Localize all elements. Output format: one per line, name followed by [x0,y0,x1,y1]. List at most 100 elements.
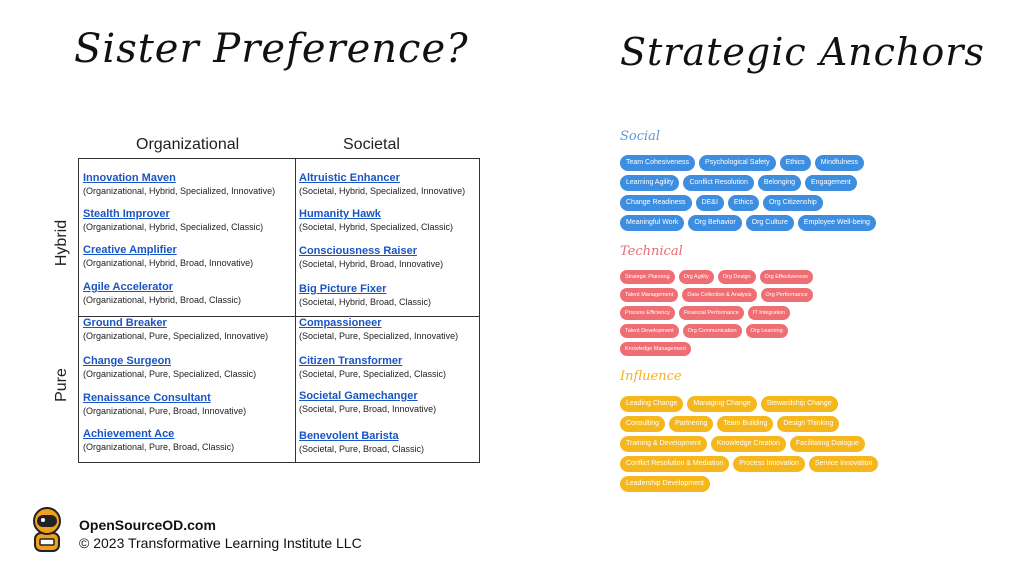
technical-anchor-chip: Org Performance [760,288,813,302]
social-anchor-chip: Ethics [779,155,811,171]
social-anchor-chip: DE&I [695,195,724,211]
persona-link[interactable]: Consciousness Raiser [299,245,417,257]
preference-matrix [78,158,480,463]
persona-link[interactable]: Humanity Hawk [299,208,381,220]
technical-anchor-chip: Knowledge Management [620,342,691,356]
persona-link[interactable]: Big Picture Fixer [299,283,387,295]
influence-anchor-chip: Facilitating Dialogue [789,436,865,452]
influence-anchor-chip: Service Innovation [808,456,879,472]
influence-anchor-chip: Leading Change [620,396,684,412]
persona-entry: Big Picture Fixer (Societal, Hybrid, Broa… [299,283,499,308]
influence-anchor-chip: Partnering [669,416,714,432]
influence-anchor-chip: Training & Development [620,436,707,452]
persona-link[interactable]: Agile Accelerator [83,281,174,293]
technical-anchor-chip: Talent Development [620,324,679,338]
social-anchor-chip: Meaningful Work [620,215,685,231]
matrix-divider-vertical [295,159,296,462]
technical-anchor-chip: Strategic Planning [620,270,675,284]
persona-link[interactable]: Stealth Improver [83,208,170,220]
influence-anchor-chip: Managing Change [687,396,757,412]
persona-link[interactable]: Altruistic Enhancer [299,172,400,184]
persona-entry: Agile Accelerator (Organizational, Hybrid… [83,281,283,306]
persona-entry: Stealth Improver (Organizational, Hybrid,… [83,208,283,233]
technical-anchor-chip: Org Agility [678,270,714,284]
persona-description: (Organizational, Hybrid, Broad, Classic) [83,295,242,305]
row-header-pure: Pure [53,368,70,402]
social-anchor-chip: Employee Well-being [797,215,876,231]
technical-anchor-chip: Org Effectiveness [759,270,813,284]
persona-description: (Societal, Hybrid, Specialized, Innovati… [299,186,466,196]
left-title: Sister Preference? [74,26,469,72]
column-header-societal: Societal [343,136,400,153]
technical-anchor-chip: Data Collection & Analysis [682,288,757,302]
astronaut-icon [26,505,68,553]
influence-anchor-chip: Leadership Development [620,476,710,492]
persona-link[interactable]: Ground Breaker [83,317,167,329]
influence-anchor-chip: Consulting [620,416,666,432]
persona-description: (Organizational, Pure, Broad, Innovative… [83,406,247,416]
social-section-label: Social [620,129,661,144]
persona-description: (Societal, Hybrid, Broad, Classic) [299,297,432,307]
persona-link[interactable]: Creative Amplifier [83,244,177,256]
influence-section-label: Influence [620,369,682,384]
persona-description: (Societal, Pure, Broad, Classic) [299,444,425,454]
persona-description: (Societal, Pure, Broad, Innovative) [299,404,437,414]
social-anchor-chip: Ethics [727,195,759,211]
persona-description: (Organizational, Hybrid, Specialized, In… [83,186,276,196]
persona-link[interactable]: Renaissance Consultant [83,392,211,404]
social-anchor-chip: Learning Agility [620,175,680,191]
technical-anchor-chip: Org Design [717,270,756,284]
technical-anchor-chip: IT Integration [747,306,791,320]
persona-entry: Change Surgeon (Organizational, Pure, Spe… [83,355,283,380]
persona-link[interactable]: Compassioneer [299,317,382,329]
social-anchor-chip: Engagement [805,175,857,191]
persona-description: (Organizational, Pure, Specialized, Clas… [83,369,257,379]
influence-anchor-chip: Conflict Resolution & Mediation [620,456,730,472]
social-anchor-chip: Mindfulness [814,155,865,171]
technical-anchor-chip: Org Communication [682,324,742,338]
row-header-hybrid: Hybrid [53,219,70,267]
influence-anchor-chip: Stewardship Change [760,396,838,412]
persona-entry: Citizen Transformer (Societal, Pure, Spec… [299,355,499,380]
persona-link[interactable]: Innovation Maven [83,172,176,184]
matrix-divider-horizontal [79,316,479,317]
social-anchor-chip: Org Culture [745,215,794,231]
influence-anchor-chip: Design Thinking [777,416,840,432]
social-anchor-chip: Team Cohesiveness [620,155,696,171]
influence-anchor-chip: Team Building [717,416,774,432]
persona-entry: Compassioneer(Societal, Pure, Specialize… [299,317,499,342]
right-title: Strategic Anchors [620,30,985,74]
persona-link[interactable]: Achievement Ace [83,428,175,440]
column-header-organizational: Organizational [136,136,240,153]
persona-entry: Altruistic Enhancer (Societal, Hybrid, Sp… [299,172,499,197]
technical-anchor-chip: Process Efficiency [620,306,675,320]
persona-description: (Organizational, Pure, Specialized, Inno… [83,331,269,341]
persona-entry: Achievement Ace(Organizational, Pure, Br… [83,428,283,453]
persona-entry: Consciousness Raiser(Societal, Hybrid, B… [299,245,499,270]
site-link[interactable]: OpenSourceOD.com [79,517,216,533]
influence-anchor-chip: Knowledge Creation [710,436,786,452]
influence-anchor-chip: Process Innovation [733,456,805,472]
persona-description: (Societal, Pure, Specialized, Classic) [299,369,447,379]
persona-link[interactable]: Societal Gamechanger [299,390,418,402]
social-anchor-chip: Org Behavior [688,215,742,231]
social-anchor-chip: Org Citizenship [762,195,823,211]
social-anchor-chip: Belonging [757,175,801,191]
persona-entry: Societal Gamechanger (Societal, Pure, Bro… [299,390,499,415]
persona-description: (Societal, Hybrid, Specialized, Classic) [299,222,454,232]
persona-entry: Humanity Hawk (Societal, Hybrid, Speciali… [299,208,499,233]
persona-entry: Renaissance Consultant (Organizational, P… [83,392,283,417]
persona-link[interactable]: Benevolent Barista [299,430,399,442]
persona-description: (Organizational, Hybrid, Specialized, Cl… [83,222,264,232]
persona-link[interactable]: Change Surgeon [83,355,172,367]
persona-entry: Benevolent Barista (Societal, Pure, Broad… [299,430,499,455]
copyright-text: © 2023 Transformative Learning Institute… [79,535,362,551]
technical-section-label: Technical [620,244,683,259]
persona-link[interactable]: Citizen Transformer [299,355,403,367]
technical-anchor-chip: Talent Management [620,288,679,302]
persona-description: (Organizational, Hybrid, Broad, Innovati… [83,258,254,268]
technical-anchor-chip: Financial Performance [678,306,744,320]
